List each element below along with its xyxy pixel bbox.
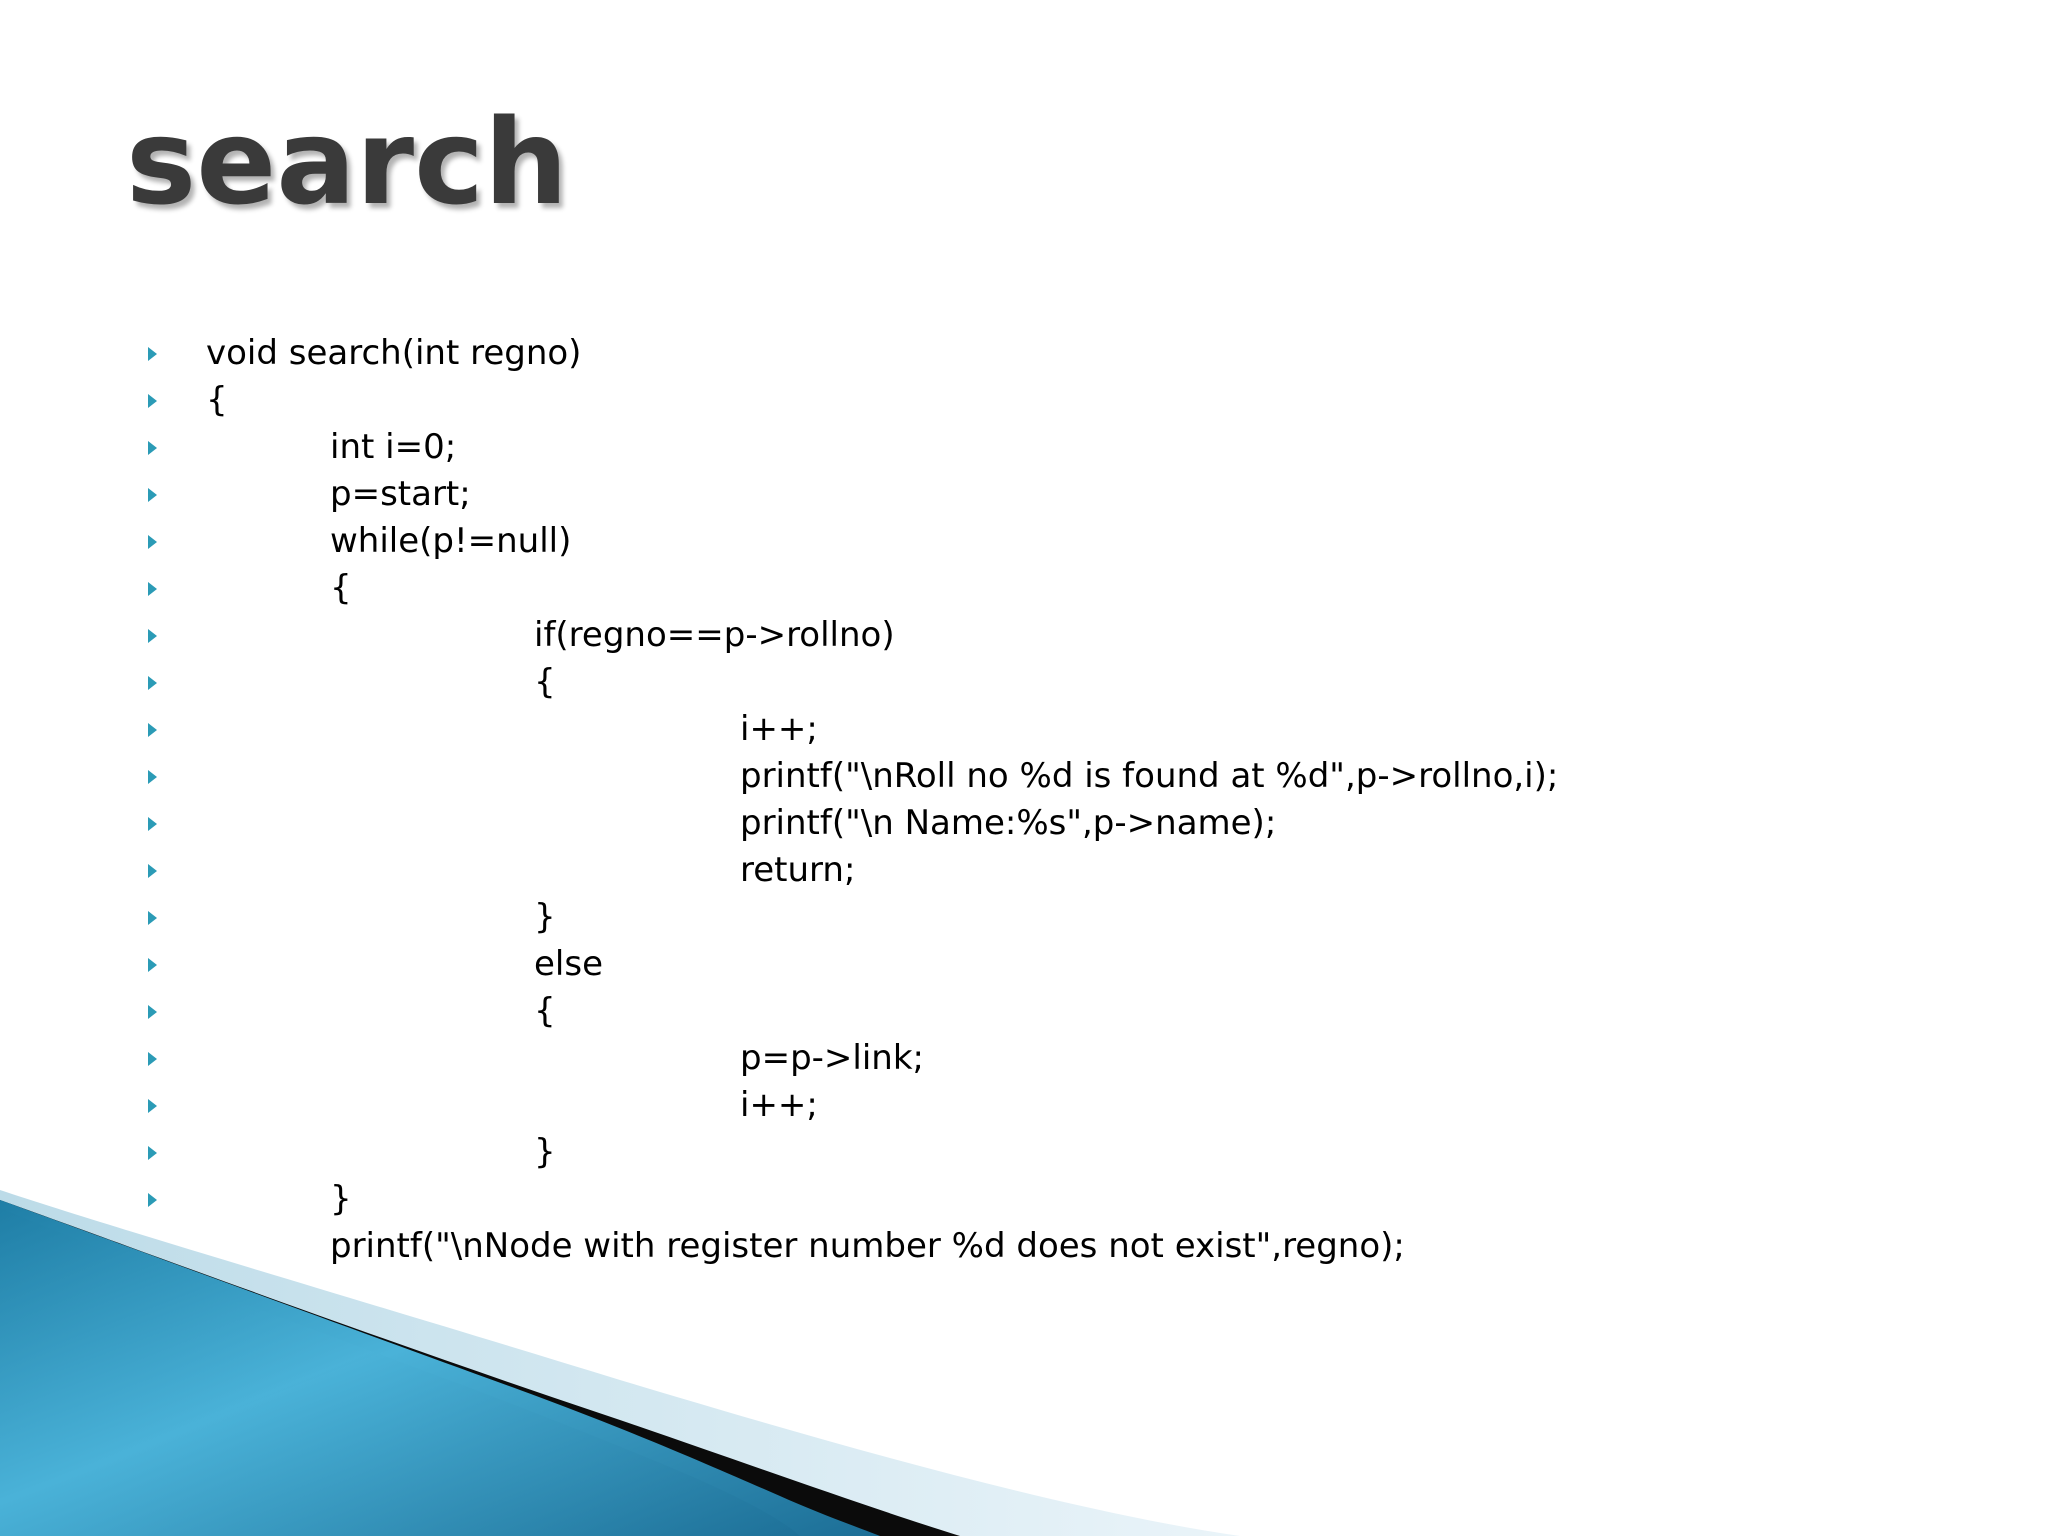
triangle-bullet-icon	[148, 629, 157, 643]
triangle-bullet-icon	[148, 394, 157, 408]
triangle-bullet-icon	[148, 864, 157, 878]
triangle-bullet-icon	[148, 1005, 157, 1019]
triangle-bullet-icon	[148, 817, 157, 831]
code-line-text: {	[330, 568, 352, 608]
code-line-text: printf("\n Name:%s",p->name);	[740, 803, 1277, 843]
code-line-text: i++;	[740, 709, 818, 749]
code-line-text: i++;	[740, 1085, 818, 1125]
code-line-text: while(p!=null)	[330, 521, 572, 561]
code-line-text: {	[534, 662, 556, 702]
triangle-bullet-icon	[148, 1052, 157, 1066]
code-line-text: if(regno==p->rollno)	[534, 615, 895, 655]
code-line-text: return;	[740, 850, 856, 890]
triangle-bullet-icon	[148, 582, 157, 596]
code-line-text: else	[534, 944, 603, 984]
triangle-bullet-icon	[148, 441, 157, 455]
triangle-bullet-icon	[148, 347, 157, 361]
triangle-bullet-icon	[148, 958, 157, 972]
triangle-bullet-icon	[148, 1193, 157, 1207]
code-line-text: {	[534, 991, 556, 1031]
triangle-bullet-icon	[148, 1099, 157, 1113]
code-line-text: void search(int regno)	[206, 333, 582, 373]
code-line-text: p=start;	[330, 474, 471, 514]
triangle-bullet-icon	[148, 1146, 157, 1160]
code-line-text: printf("\nNode with register number %d d…	[330, 1226, 1405, 1266]
code-line-text: p=p->link;	[740, 1038, 924, 1078]
triangle-bullet-icon	[148, 723, 157, 737]
triangle-bullet-icon	[148, 488, 157, 502]
triangle-bullet-icon	[148, 676, 157, 690]
corner-wave-decoration	[0, 1190, 1240, 1536]
code-line-text: }	[330, 1179, 352, 1219]
triangle-bullet-icon	[148, 911, 157, 925]
slide-title: search	[126, 93, 569, 231]
triangle-bullet-icon	[148, 770, 157, 784]
code-line-text: }	[534, 1132, 556, 1172]
code-line-text: int i=0;	[330, 427, 457, 467]
code-line-text: }	[534, 897, 556, 937]
code-line-text: {	[206, 380, 228, 420]
triangle-bullet-icon	[148, 535, 157, 549]
code-line-text: printf("\nRoll no %d is found at %d",p->…	[740, 756, 1559, 796]
